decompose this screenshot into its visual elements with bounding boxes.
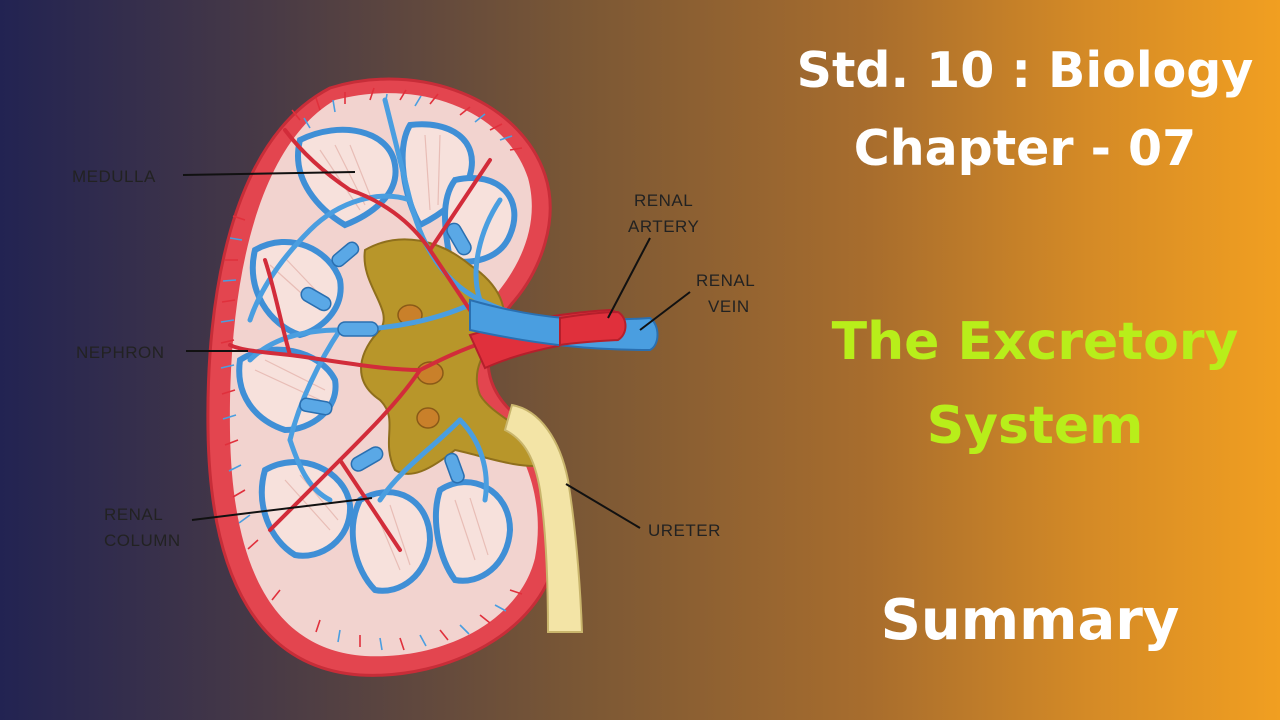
medulla-leader bbox=[182, 171, 356, 176]
capillary-fringe-blue bbox=[220, 93, 513, 651]
chapter-title: Chapter - 07 bbox=[853, 120, 1197, 177]
label-nephron: NEPHRON bbox=[76, 343, 165, 362]
vein-segments bbox=[299, 222, 472, 484]
ureter bbox=[503, 403, 584, 633]
label-renal-vein-2: VEIN bbox=[708, 297, 750, 316]
capillary-fringe bbox=[220, 87, 523, 651]
label-renal-column-1: RENAL bbox=[104, 505, 163, 524]
ureter-leader bbox=[565, 483, 641, 529]
summary-label: Summary bbox=[880, 588, 1180, 653]
renal-column-leader bbox=[191, 497, 373, 521]
renal-artery-front bbox=[559, 310, 627, 347]
topic-title-line1: The Excretory bbox=[831, 312, 1239, 372]
standard-subject-title: Std. 10 : Biology bbox=[796, 42, 1254, 99]
label-medulla: MEDULLA bbox=[72, 167, 156, 186]
label-ureter: URETER bbox=[648, 521, 721, 540]
label-renal-artery-1: RENAL bbox=[634, 191, 693, 210]
topic-title-line2: System bbox=[926, 396, 1144, 456]
renal-pelvis bbox=[360, 238, 547, 475]
label-renal-artery-2: ARTERY bbox=[628, 217, 699, 236]
renal-vein-leader bbox=[639, 291, 691, 331]
label-renal-vein-1: RENAL bbox=[696, 271, 755, 290]
label-renal-column-2: COLUMN bbox=[104, 531, 181, 550]
renal-artery-leader bbox=[607, 237, 651, 319]
